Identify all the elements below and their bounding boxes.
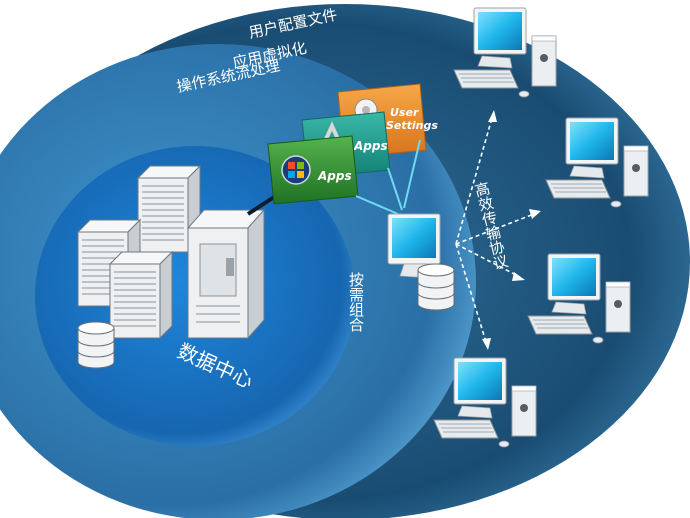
transfer-arrowheads <box>482 110 541 350</box>
composition-lines <box>355 139 421 215</box>
on-demand-label: 按需组合 <box>347 272 365 332</box>
windows-logo-icon <box>281 155 311 185</box>
app-tiles: User Settings Apps Apps <box>267 83 438 205</box>
database-icon <box>77 321 115 369</box>
server-icon <box>109 251 173 339</box>
main-server-tower-icon <box>186 208 266 340</box>
user-settings-label-line2: Settings <box>386 119 438 132</box>
composed-client <box>387 213 455 311</box>
apps-label-2: Apps <box>317 169 352 183</box>
transfer-arrows <box>455 117 535 343</box>
apps-label-1: Apps <box>353 139 388 153</box>
data-center-servers <box>77 165 266 369</box>
database-icon <box>417 263 455 311</box>
apps-tile-os: Apps <box>267 135 359 205</box>
user-settings-label-line1: User <box>390 106 419 119</box>
